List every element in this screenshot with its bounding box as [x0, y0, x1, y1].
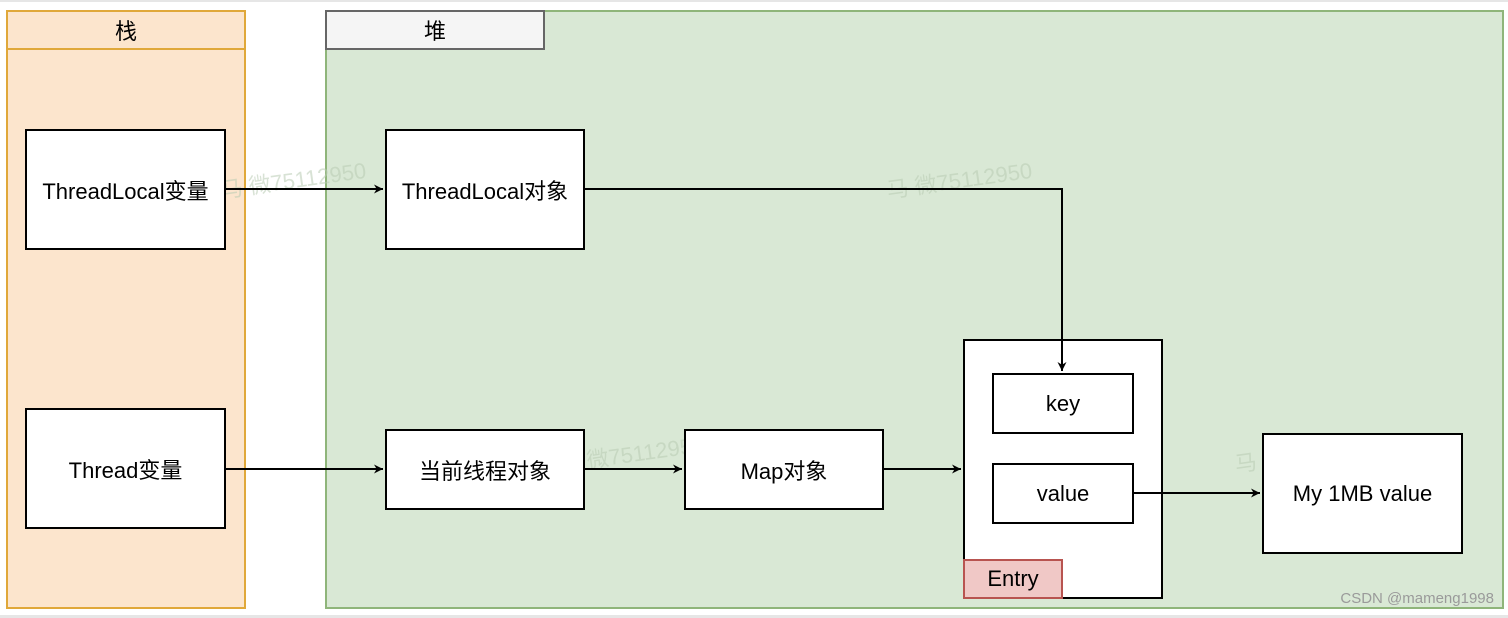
entry-value-box: value	[992, 463, 1134, 524]
credit-text: CSDN @mameng1998	[1340, 590, 1494, 607]
top-border	[0, 0, 1508, 2]
entry-label: Entry	[963, 559, 1063, 599]
big-value-box: My 1MB value	[1262, 433, 1463, 554]
threadlocal-variable-box: ThreadLocal变量	[25, 129, 226, 250]
heap-lane-title: 堆	[325, 10, 545, 50]
arrow-threadlocal-object-to-key	[585, 188, 1067, 371]
threadlocal-object-box: ThreadLocal对象	[385, 129, 585, 250]
bottom-border	[0, 615, 1508, 618]
entry-key-box: key	[992, 373, 1134, 434]
thread-variable-box: Thread变量	[25, 408, 226, 529]
stack-lane-title: 栈	[6, 10, 246, 50]
map-object-box: Map对象	[684, 429, 884, 510]
current-thread-object-box: 当前线程对象	[385, 429, 585, 510]
